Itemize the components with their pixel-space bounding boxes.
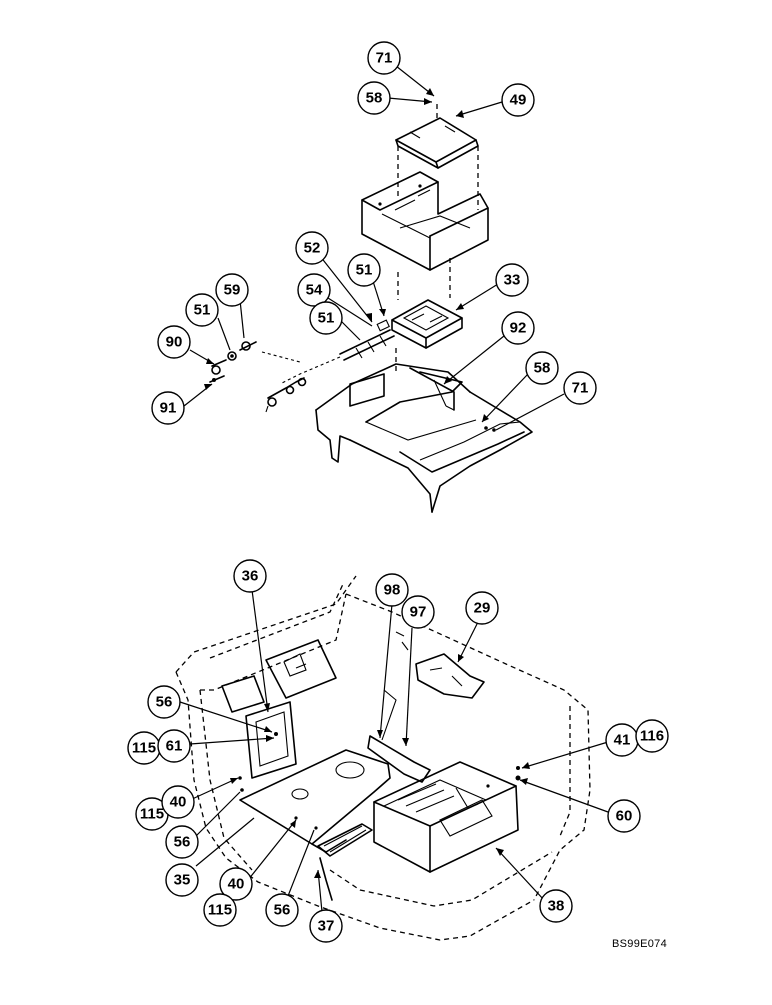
svg-text:90: 90 [166,334,183,351]
fastener [516,766,520,770]
svg-text:33: 33 [504,272,521,289]
svg-text:40: 40 [228,876,245,893]
fastener [240,788,244,792]
console-panel [349,367,477,441]
callout-56: 56 [265,893,299,927]
rear-panels [221,639,337,713]
callout-115: 115 [127,731,161,765]
svg-text:51: 51 [356,262,373,279]
svg-text:37: 37 [318,918,335,935]
svg-text:51: 51 [194,302,211,319]
callout-51: 51 [185,293,219,327]
leader-lines [179,65,609,913]
callout-36: 36 [233,559,267,593]
connector-set [209,341,307,413]
fastener [238,776,242,780]
cable-harness [261,319,395,385]
callout-40: 40 [161,785,195,819]
svg-text:38: 38 [548,898,565,915]
cab-outline [345,593,591,901]
callout-59: 59 [215,273,249,307]
svg-text:49: 49 [510,92,527,109]
svg-text:56: 56 [156,694,173,711]
callout-51: 51 [309,301,343,335]
svg-text:115: 115 [208,902,232,919]
svg-text:115: 115 [140,806,164,823]
svg-text:61: 61 [166,738,183,755]
cover-plate [395,117,479,169]
svg-text:36: 36 [242,568,259,585]
callout-71: 71 [563,371,597,405]
svg-text:54: 54 [306,282,323,299]
seat-base-box [373,761,519,873]
svg-text:71: 71 [572,380,589,397]
cab-floor-assembly [175,575,591,941]
callout-116: 116 [635,719,669,753]
callout-56: 56 [147,685,181,719]
upper-assembly [209,104,533,513]
callout-58: 58 [525,351,559,385]
side-bracket [415,653,485,699]
callout-52: 52 [295,231,329,265]
callout-90: 90 [157,325,191,359]
side-shroud [315,363,533,513]
svg-text:92: 92 [510,320,527,337]
cab-outline [329,851,553,907]
callout-71: 71 [367,41,401,75]
box-tray [361,171,489,271]
callout-54: 54 [297,273,331,307]
callout-98: 98 [375,573,409,607]
svg-text:58: 58 [534,360,551,377]
callout-92: 92 [501,311,535,345]
callout-40: 40 [219,867,253,901]
cab-outline [175,575,357,673]
fastener [515,775,521,781]
cab-outline [199,689,253,871]
svg-text:29: 29 [474,600,491,617]
svg-text:35: 35 [174,872,191,889]
svg-text:41: 41 [614,732,631,749]
svg-text:97: 97 [410,604,427,621]
svg-text:58: 58 [366,90,383,107]
svg-text:56: 56 [174,834,191,851]
callout-61: 61 [157,729,191,763]
svg-text:59: 59 [224,282,241,299]
svg-text:98: 98 [384,582,401,599]
callout-38: 38 [539,889,573,923]
callout-29: 29 [465,591,499,625]
cab-outline [175,671,535,941]
svg-text:40: 40 [170,794,187,811]
svg-text:60: 60 [616,808,633,825]
svg-text:56: 56 [274,902,291,919]
callout-115: 115 [135,797,169,831]
drawing-code: BS99E074 [612,938,667,950]
callout-60: 60 [607,799,641,833]
callout-56: 56 [165,825,199,859]
svg-text:71: 71 [376,50,393,67]
controller-box [391,299,463,349]
callout-33: 33 [495,263,529,297]
svg-text:115: 115 [132,740,156,757]
svg-text:91: 91 [160,400,177,417]
callout-35: 35 [165,863,199,897]
callout-91: 91 [151,391,185,425]
callout-49: 49 [501,83,535,117]
svg-text:52: 52 [304,240,321,257]
svg-text:116: 116 [640,728,664,745]
cab-outline [209,581,345,659]
callout-37: 37 [309,909,343,943]
callout-115: 115 [203,893,237,927]
cab-outline [559,706,571,837]
svg-text:51: 51 [318,310,335,327]
callout-51: 51 [347,253,381,287]
wiring-tray [317,823,373,901]
callout-97: 97 [401,595,435,629]
access-cover [245,701,297,779]
callout-41: 41 [605,723,639,757]
callout-58: 58 [357,81,391,115]
slide-rail [367,631,431,783]
